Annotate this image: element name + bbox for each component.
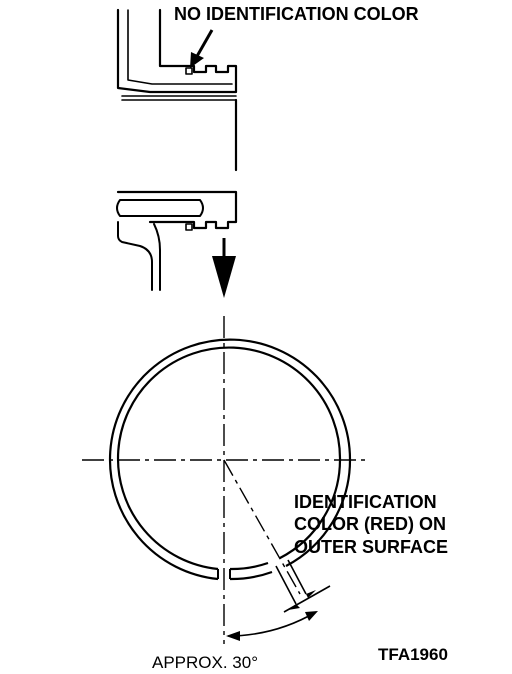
no-color-pointer-arrow	[190, 29, 214, 68]
ring-inner-edge	[116, 346, 342, 571]
piston-rod-right	[153, 223, 161, 291]
approx-angle-label: APPROX. 30°	[152, 653, 258, 672]
ring-groove-mark	[185, 67, 193, 75]
piston-lower-outline	[116, 190, 238, 230]
no-identification-color-label: NO IDENTIFICATION COLOR	[174, 4, 419, 24]
angle-arc-arrow-left	[226, 631, 240, 641]
ring-groove-mark	[185, 223, 193, 231]
mark-extension-1	[275, 565, 297, 605]
angle-arc	[227, 611, 317, 637]
piston-pin-boss	[116, 199, 204, 217]
figure-code-label: TFA1960	[378, 645, 448, 664]
piston-cross-section	[116, 8, 238, 291]
mark-extension-2	[287, 559, 307, 595]
piston-rod-left	[117, 221, 153, 291]
piston-crown-inner	[127, 9, 233, 85]
ring-end-right	[285, 459, 352, 567]
angle-arc-arrow-right	[305, 611, 318, 621]
piston-ring	[82, 316, 366, 644]
down-arrow	[212, 238, 236, 298]
angle-reference-line	[223, 459, 301, 595]
mark-dim-arrow	[288, 604, 300, 610]
ring-gap-lower	[229, 561, 273, 581]
mark-dim-arrow-2	[306, 590, 316, 598]
identification-label-line-1: IDENTIFICATION	[294, 492, 437, 512]
identification-label-line-3: OUTER SURFACE	[294, 537, 448, 557]
ring-end-right-inner	[279, 459, 342, 559]
piston-crown-outline	[116, 8, 238, 94]
identification-label-line-2: COLOR (RED) ON	[294, 514, 446, 534]
ring-outer-edge	[108, 338, 352, 581]
